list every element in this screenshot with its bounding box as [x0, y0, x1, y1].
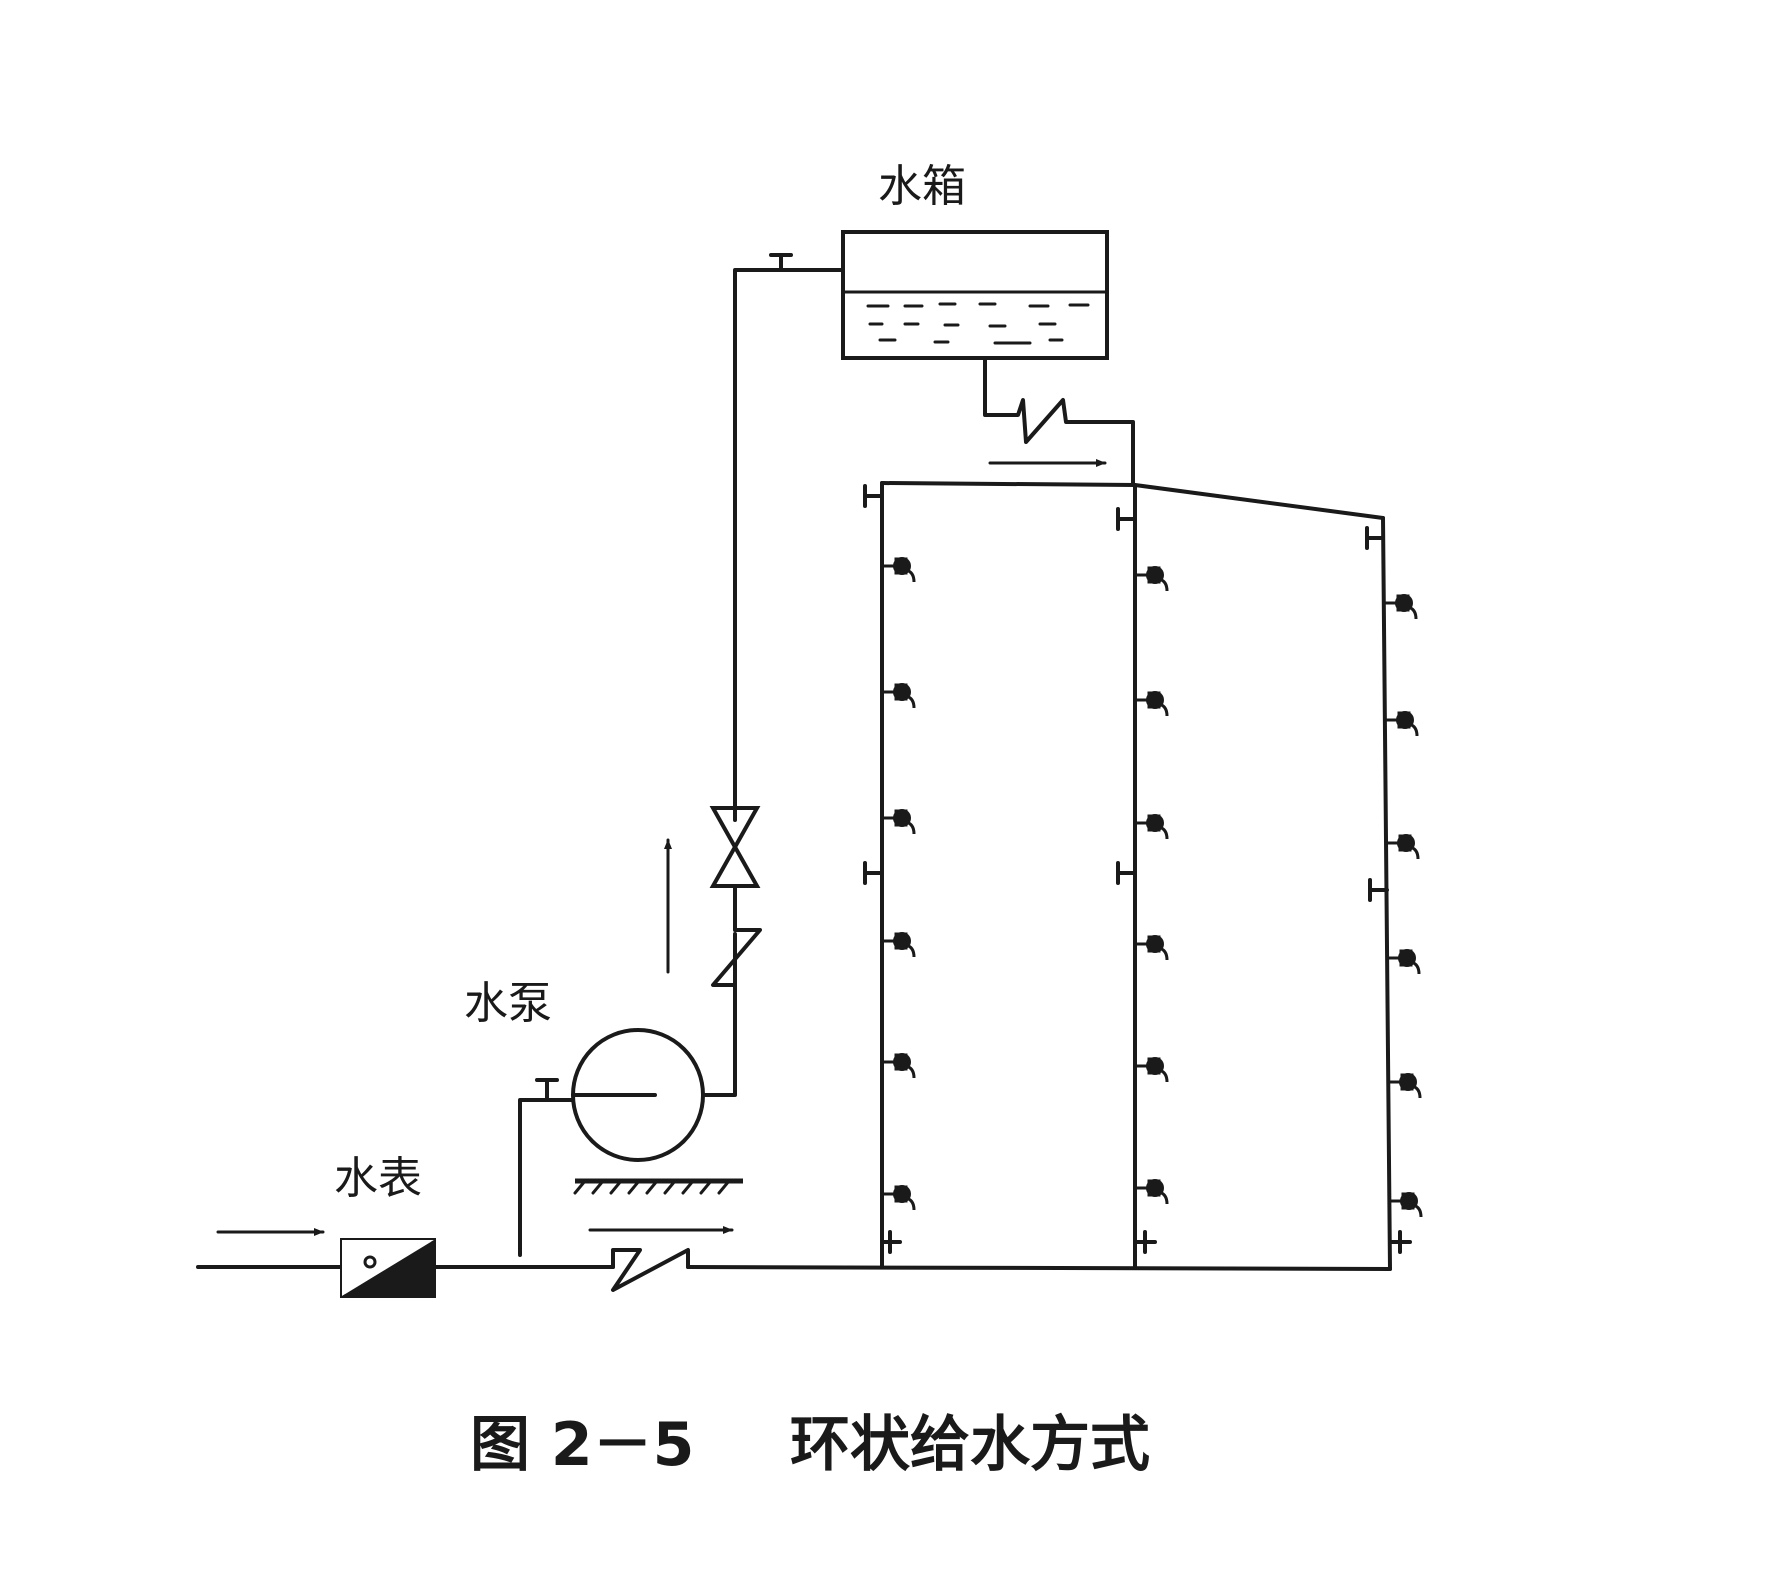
faucet-icon — [1383, 709, 1419, 738]
faucet-icon — [880, 555, 916, 584]
tank-overflow-valve-icon — [769, 253, 793, 272]
top-ring-main — [880, 481, 1385, 520]
faucet-icon — [1385, 947, 1421, 976]
riser-2-top-valve-icon — [1116, 507, 1137, 531]
water-meter — [340, 1238, 436, 1298]
riser-3-top-valve-icon — [1365, 526, 1385, 550]
water-pump — [518, 983, 743, 1257]
water-pump-label: 水泵 — [464, 978, 552, 1029]
faucet-icon — [1133, 1055, 1169, 1084]
riser-2-mid-valve-icon — [1116, 861, 1137, 885]
tank-outlet-pipe — [983, 356, 1135, 487]
riser-3 — [1381, 516, 1392, 1271]
riser-1-mid-valve-icon — [863, 861, 884, 885]
faucet-icon — [880, 681, 916, 710]
faucet-icon — [880, 807, 916, 836]
riser-2-bottom-valve-icon — [1133, 1230, 1157, 1254]
water-tank — [841, 230, 1109, 360]
bypass-check-valve-icon — [611, 1248, 690, 1292]
faucet-icon — [1382, 592, 1418, 621]
faucet-icon — [1387, 1190, 1423, 1219]
faucet-icon — [1386, 1071, 1422, 1100]
figure-title: 环状给水方式 — [790, 1410, 1150, 1480]
figure-number: 图 2－5 — [470, 1410, 694, 1480]
bottom-ring-main — [686, 1265, 1392, 1271]
riser-1-bottom-valve-icon — [880, 1230, 902, 1254]
faucet-icon — [1133, 564, 1169, 593]
water-meter-label: 水表 — [334, 1153, 422, 1204]
faucet-icon — [1133, 933, 1169, 962]
faucet-icon — [880, 930, 916, 959]
faucet-icon — [880, 1051, 916, 1080]
water-tank-label: 水箱 — [878, 161, 966, 212]
riser-1-top-valve-icon — [863, 484, 884, 508]
riser-3-bottom-valve-icon — [1388, 1230, 1412, 1254]
check-valve-icon — [711, 884, 762, 987]
faucet-icon — [1133, 689, 1169, 718]
faucet-icon — [880, 1183, 916, 1212]
faucet-icon — [1384, 832, 1420, 861]
faucet-icon — [1133, 812, 1169, 841]
faucet-icon — [1133, 1177, 1169, 1206]
riser-3-mid-valve-icon — [1368, 878, 1389, 902]
